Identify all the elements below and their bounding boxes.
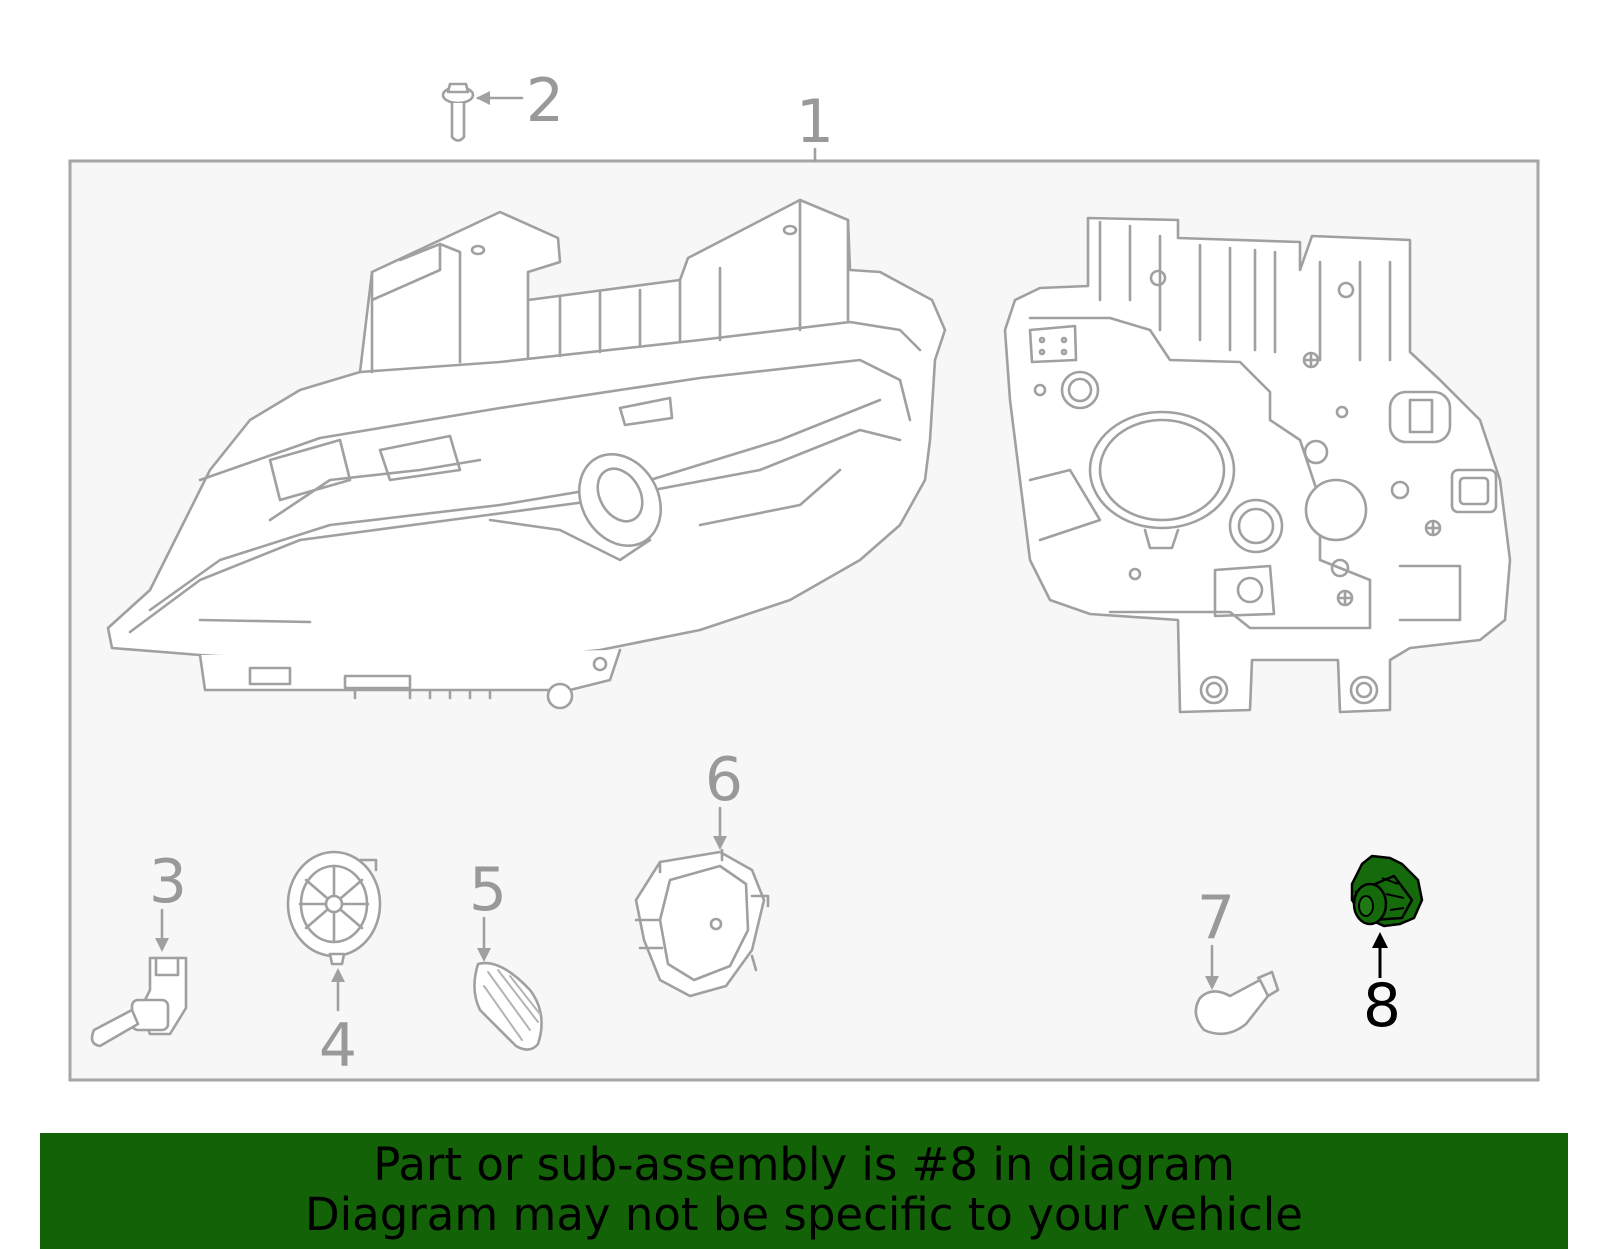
callout-label-6[interactable]: 6 (705, 745, 743, 815)
callout-label-8[interactable]: 8 (1363, 971, 1401, 1041)
callout-arrowhead-7 (1205, 976, 1219, 990)
callout-arrowhead-2 (476, 91, 490, 105)
part-small-bulb[interactable] (1194, 970, 1280, 1036)
callout-arrowhead-4 (331, 968, 345, 982)
callout-label-3[interactable]: 3 (149, 847, 187, 917)
callout-label-5[interactable]: 5 (469, 855, 507, 925)
info-banner: Part or sub-assembly is #8 in diagram Di… (40, 1133, 1568, 1249)
banner-line-1: Part or sub-assembly is #8 in diagram (373, 1138, 1235, 1191)
callout-label-2[interactable]: 2 (526, 66, 564, 136)
callout-label-4[interactable]: 4 (319, 1011, 357, 1081)
callout-arrowhead-5 (477, 948, 491, 962)
callout-label-7[interactable]: 7 (1197, 883, 1235, 953)
part-screw[interactable] (441, 82, 475, 142)
callout-arrowhead-6 (713, 836, 727, 850)
headlamp-rear-view[interactable] (1003, 216, 1512, 714)
part-shield[interactable] (473, 961, 543, 1051)
banner-line-2: Diagram may not be specific to your vehi… (305, 1188, 1303, 1241)
part-cover-cap[interactable] (286, 850, 382, 966)
part-headlamp-bulb[interactable] (90, 956, 188, 1048)
headlamp-front-view[interactable] (106, 198, 947, 710)
callout-label-1[interactable]: 1 (796, 87, 834, 157)
callout-arrowhead-3 (155, 938, 169, 952)
callout-arrowhead-8 (1372, 932, 1388, 948)
part-socket-retainer[interactable] (634, 848, 770, 998)
part-8-highlighted[interactable] (1350, 854, 1424, 928)
